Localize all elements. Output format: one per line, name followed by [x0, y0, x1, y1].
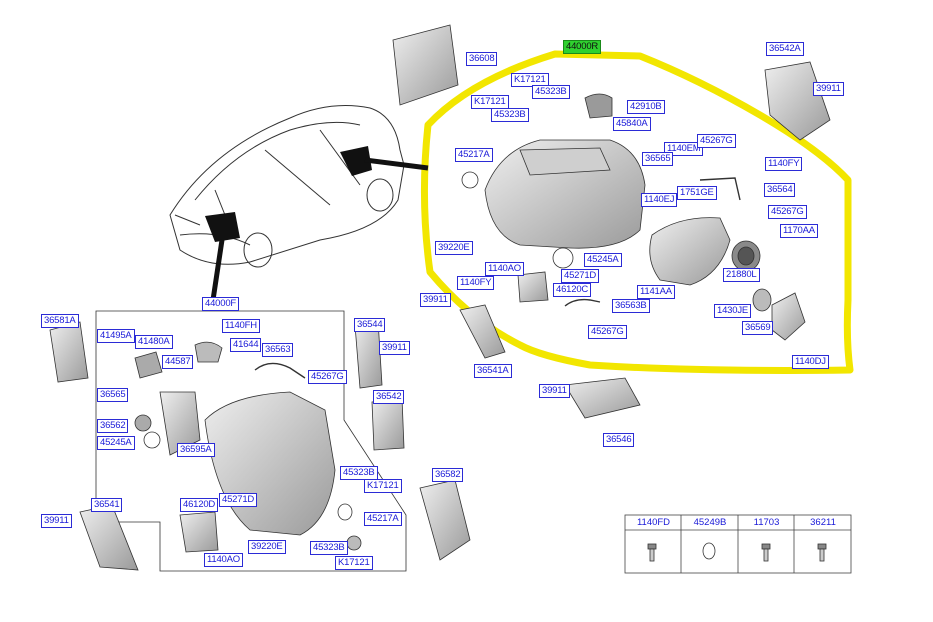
label-41495A[interactable]: 41495A	[97, 329, 135, 343]
label-45323B-a[interactable]: 45323B	[532, 85, 570, 99]
label-46120C[interactable]: 46120C	[553, 283, 592, 297]
label-K17121-c[interactable]: K17121	[364, 479, 402, 493]
label-45323B-c[interactable]: 45323B	[340, 466, 378, 480]
label-36563[interactable]: 36563	[262, 343, 294, 357]
label-1140FY-l[interactable]: 1140FY	[457, 276, 495, 290]
label-1140AO-top[interactable]: 1140AO	[485, 262, 524, 276]
label-45245A-bot[interactable]: 45245A	[97, 436, 135, 450]
label-36595A[interactable]: 36595A	[177, 443, 215, 457]
label-39911-bl[interactable]: 39911	[41, 514, 72, 528]
label-21880L[interactable]: 21880L	[723, 268, 760, 282]
label-1140FY-r[interactable]: 1140FY	[765, 157, 803, 171]
table-header-45249B[interactable]: 45249B	[693, 517, 727, 528]
label-main-assembly-top[interactable]: 44000R	[563, 40, 602, 54]
leader-lines-vehicle	[210, 157, 429, 301]
label-36582[interactable]: 36582	[432, 468, 464, 482]
label-39911-c[interactable]: 39911	[539, 384, 570, 398]
label-45271D-top[interactable]: 45271D	[561, 269, 600, 283]
label-1140EJ[interactable]: 1140EJ	[641, 193, 678, 207]
label-36542A-top[interactable]: 36542A	[766, 42, 804, 56]
table-header-1140FD[interactable]: 1140FD	[636, 517, 671, 528]
label-45217A-bot[interactable]: 45217A	[364, 512, 402, 526]
label-1430JE[interactable]: 1430JE	[714, 304, 752, 318]
label-1751GE[interactable]: 1751GE	[677, 186, 717, 200]
label-36562[interactable]: 36562	[97, 419, 129, 433]
fastener-icons	[647, 542, 827, 562]
label-1140DJ[interactable]: 1140DJ	[792, 355, 829, 369]
motor-assembly-top	[392, 24, 831, 419]
table-header-11703[interactable]: 11703	[753, 517, 780, 528]
label-42910B[interactable]: 42910B	[627, 100, 665, 114]
label-K17121-b[interactable]: K17121	[471, 95, 509, 109]
label-45323B-b[interactable]: 45323B	[491, 108, 529, 122]
label-39220E-bot[interactable]: 39220E	[248, 540, 286, 554]
label-45840A[interactable]: 45840A	[613, 117, 651, 131]
label-45271D-bot[interactable]: 45271D	[219, 493, 258, 507]
label-36541A[interactable]: 36541A	[474, 364, 512, 378]
highlight-outline	[420, 50, 854, 374]
label-36581A[interactable]: 36581A	[41, 314, 79, 328]
label-41480A[interactable]: 41480A	[135, 335, 173, 349]
fastener-table	[624, 514, 852, 574]
label-45267G-mid[interactable]: 45267G	[768, 205, 807, 219]
label-1140FH[interactable]: 1140FH	[222, 319, 260, 333]
label-45267G-bot[interactable]: 45267G	[308, 370, 347, 384]
label-39911-r2[interactable]: 39911	[379, 341, 410, 355]
label-36565-bot[interactable]: 36565	[97, 388, 129, 402]
label-36564[interactable]: 36564	[764, 183, 796, 197]
label-39220E-top[interactable]: 39220E	[435, 241, 473, 255]
label-36569[interactable]: 36569	[742, 321, 774, 335]
label-36546[interactable]: 36546	[603, 433, 635, 447]
label-1170AA[interactable]: 1170AA	[780, 224, 818, 238]
table-header-36211[interactable]: 36211	[810, 517, 836, 528]
vehicle-dark-parts	[205, 146, 372, 242]
label-36608[interactable]: 36608	[466, 52, 498, 66]
label-1140EM[interactable]: 1140EM	[664, 142, 704, 156]
label-45245A-top[interactable]: 45245A	[584, 253, 622, 267]
label-39911-mid[interactable]: 39911	[420, 293, 451, 307]
label-36542[interactable]: 36542	[373, 390, 405, 404]
label-K17121-a[interactable]: K17121	[511, 73, 549, 87]
label-1141AA[interactable]: 1141AA	[637, 285, 675, 299]
label-main-assembly-bottom[interactable]: 44000F	[202, 297, 240, 311]
label-44587[interactable]: 44587	[162, 355, 194, 369]
label-41644[interactable]: 41644	[230, 338, 262, 352]
label-45267G-low[interactable]: 45267G	[588, 325, 627, 339]
label-36544[interactable]: 36544	[354, 318, 386, 332]
label-45323B-d[interactable]: 45323B	[310, 541, 348, 555]
label-39911-tr[interactable]: 39911	[813, 82, 844, 96]
label-K17121-d[interactable]: K17121	[335, 556, 373, 570]
label-36565-top[interactable]: 36565	[642, 152, 674, 166]
label-1140AO-bot[interactable]: 1140AO	[204, 553, 243, 567]
label-45267G-top[interactable]: 45267G	[697, 134, 736, 148]
vehicle-outline	[169, 105, 405, 268]
label-36541[interactable]: 36541	[91, 498, 123, 512]
label-36563B[interactable]: 36563B	[612, 299, 650, 313]
label-45217A-top[interactable]: 45217A	[455, 148, 493, 162]
label-46120D[interactable]: 46120D	[180, 498, 219, 512]
